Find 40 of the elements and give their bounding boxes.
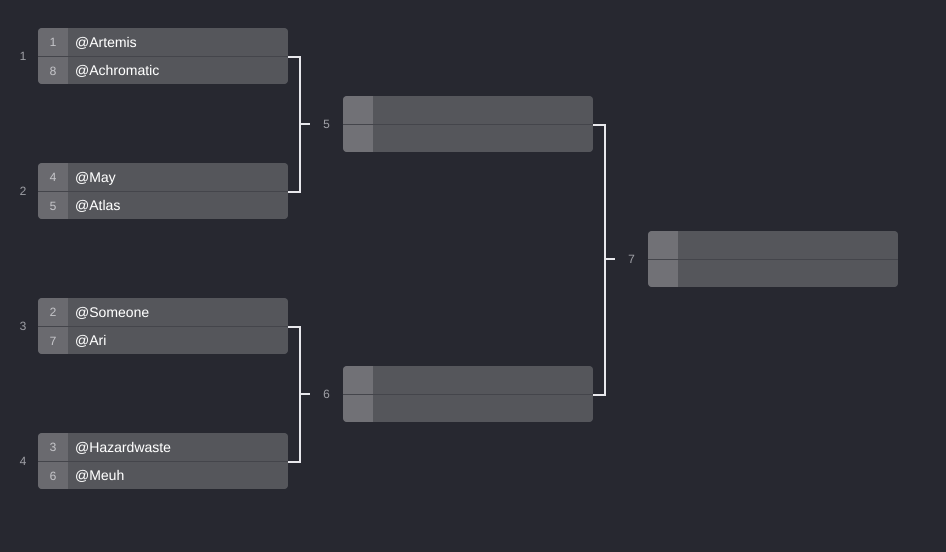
empty-slot (343, 366, 593, 394)
seed-number: 6 (38, 462, 68, 489)
bracket-slot (38, 298, 288, 326)
match-number: 6 (323, 386, 330, 403)
bracket-slot (38, 56, 288, 84)
seed-number: 3 (38, 433, 68, 461)
player-name: @Achromatic (74, 61, 160, 80)
seed-number: 2 (38, 298, 68, 326)
bracket-slot (38, 191, 288, 219)
bracket-slot (38, 326, 288, 354)
seed-number: 5 (38, 192, 68, 219)
player-name: @May (74, 168, 117, 187)
bracket-slot (38, 163, 288, 191)
match-number: 5 (323, 116, 330, 133)
seed-number: 8 (38, 57, 68, 84)
match-number: 1 (20, 48, 26, 65)
player-name: @Meuh (74, 466, 126, 485)
bracket-slot (38, 461, 288, 489)
match-number: 7 (628, 251, 635, 268)
empty-slot (343, 124, 593, 152)
seed-number: 7 (38, 327, 68, 354)
match-number: 2 (20, 183, 26, 200)
bracket-slot (38, 433, 288, 461)
empty-slot (648, 259, 898, 287)
player-name: @Ari (74, 331, 108, 350)
empty-slot (343, 394, 593, 422)
match-number: 3 (20, 318, 26, 335)
bracket-line (288, 123, 310, 193)
match-number: 4 (20, 453, 26, 470)
empty-slot (343, 96, 593, 124)
bracket-line (288, 393, 310, 463)
bracket-line (593, 258, 615, 396)
bracket-slot (38, 28, 288, 56)
seed-number: 1 (38, 28, 68, 56)
player-name: @Atlas (74, 196, 122, 215)
player-name: @Someone (74, 302, 150, 322)
seed-number: 4 (38, 163, 68, 191)
player-name: @Hazardwaste (74, 438, 172, 456)
empty-slot (648, 231, 898, 259)
player-name: @Artemis (74, 32, 138, 52)
